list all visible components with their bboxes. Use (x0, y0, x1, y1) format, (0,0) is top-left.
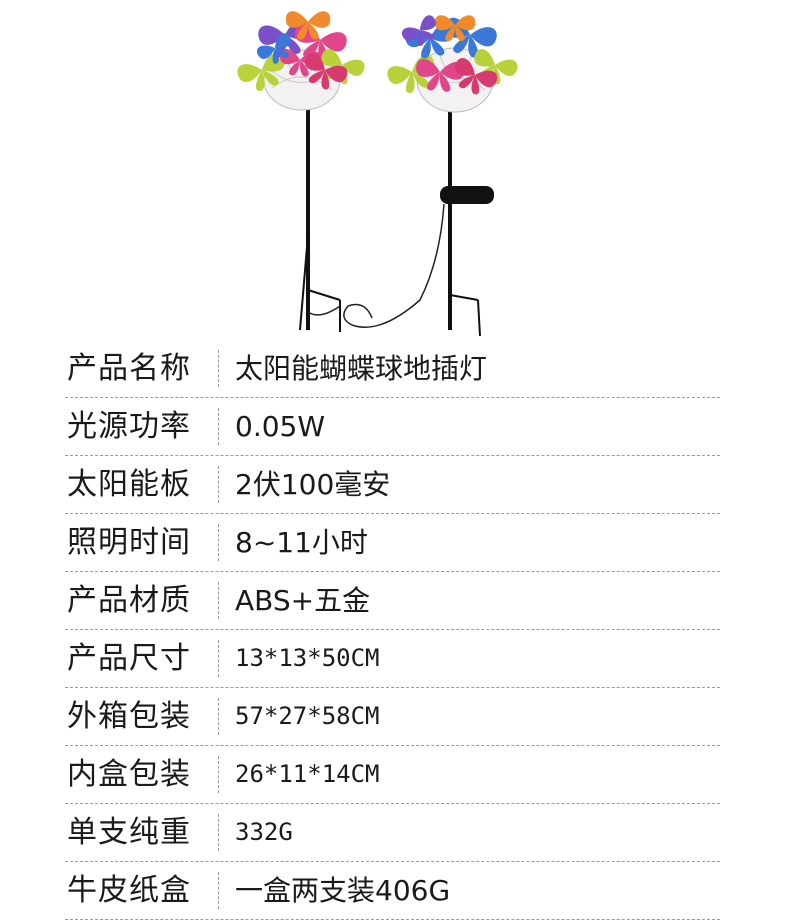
spec-row-product-name: 产品名称 太阳能蝴蝶球地插灯 (65, 340, 720, 398)
spec-value: 2伏100毫安 (235, 468, 391, 501)
spec-value: 太阳能蝴蝶球地插灯 (235, 352, 488, 385)
spec-row-inner-box: 内盒包装 26*11*14CM (65, 746, 720, 804)
divider (218, 640, 220, 677)
divider (218, 872, 220, 909)
spec-label: 光源功率 (67, 409, 191, 444)
spec-label: 产品尺寸 (67, 641, 191, 676)
spec-row-kraft-box: 牛皮纸盒 一盒两支装406G (65, 862, 720, 920)
spec-row-size: 产品尺寸 13*13*50CM (65, 630, 720, 688)
divider (218, 756, 220, 793)
spec-row-solar-panel: 太阳能板 2伏100毫安 (65, 456, 720, 514)
spec-row-outer-carton: 外箱包装 57*27*58CM (65, 688, 720, 746)
spec-label: 牛皮纸盒 (67, 873, 191, 908)
spec-label: 单支纯重 (67, 815, 191, 850)
divider (218, 582, 220, 619)
spec-label: 照明时间 (67, 525, 191, 560)
divider (218, 814, 220, 851)
spec-value: 26*11*14CM (235, 760, 380, 788)
spec-label: 外箱包装 (67, 699, 191, 734)
spec-row-material: 产品材质 ABS+五金 (65, 572, 720, 630)
left-lamp (235, 11, 367, 332)
spec-table: 产品名称 太阳能蝴蝶球地插灯 光源功率 0.05W 太阳能板 2伏100毫安 照… (65, 340, 720, 920)
spec-row-net-weight: 单支纯重 332G (65, 804, 720, 862)
divider (218, 466, 220, 503)
spec-value: 13*13*50CM (235, 644, 380, 672)
spec-row-power: 光源功率 0.05W (65, 398, 720, 456)
spec-value: 0.05W (235, 410, 326, 443)
divider (218, 350, 220, 387)
spec-value: 8~11小时 (235, 526, 368, 559)
right-lamp (307, 13, 520, 337)
spec-label: 产品名称 (67, 351, 191, 386)
divider (218, 408, 220, 445)
spec-row-lighting-time: 照明时间 8~11小时 (65, 514, 720, 572)
spec-label: 内盒包装 (67, 757, 191, 792)
spec-label: 太阳能板 (67, 467, 191, 502)
product-image (235, 11, 520, 337)
divider (218, 698, 220, 735)
spec-value: 一盒两支装406G (235, 874, 451, 907)
spec-value: 332G (235, 818, 293, 846)
spec-value: 57*27*58CM (235, 702, 380, 730)
spec-value: ABS+五金 (235, 584, 371, 617)
spec-label: 产品材质 (67, 583, 191, 618)
divider (218, 524, 220, 561)
